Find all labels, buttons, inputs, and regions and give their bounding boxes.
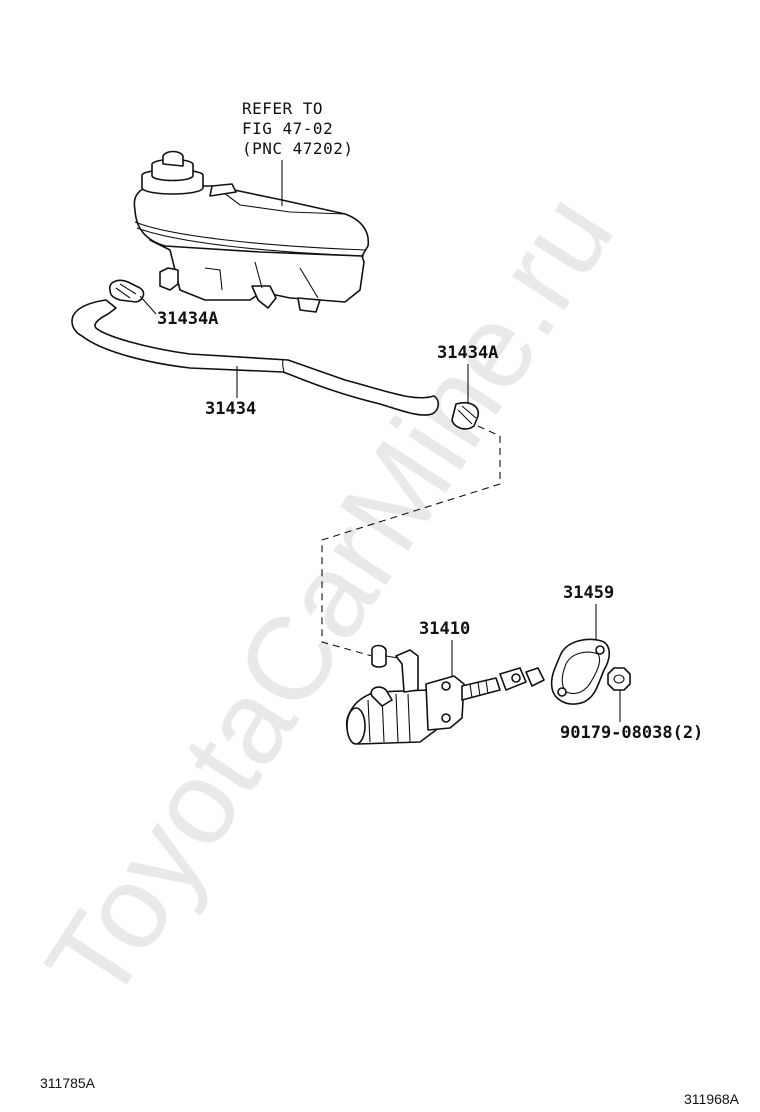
callout-master-cylinder: 31410 <box>419 619 470 639</box>
clamp-right <box>451 401 480 430</box>
callout-clamp-right: 31434A <box>437 343 498 363</box>
master-cylinder <box>345 644 545 745</box>
footer-code-right: 311968A <box>684 1091 740 1107</box>
callout-hose: 31434 <box>205 399 256 419</box>
gasket <box>550 638 611 705</box>
clamp-left-leader <box>139 295 157 315</box>
hose <box>71 299 440 416</box>
callout-gasket: 31459 <box>563 583 614 603</box>
callout-clamp-left: 31434A <box>157 309 218 329</box>
callout-nut: 90179-08038(2) <box>560 723 703 743</box>
note-line-3: (PNC 47202) <box>242 139 353 158</box>
nut <box>607 667 631 691</box>
note-line-1: REFER TO <box>242 99 323 118</box>
reservoir-tank <box>133 150 370 313</box>
note-line-2: FIG 47-02 <box>242 119 333 138</box>
clamp-left <box>108 279 145 303</box>
footer-code-left: 311785A <box>40 1075 96 1091</box>
